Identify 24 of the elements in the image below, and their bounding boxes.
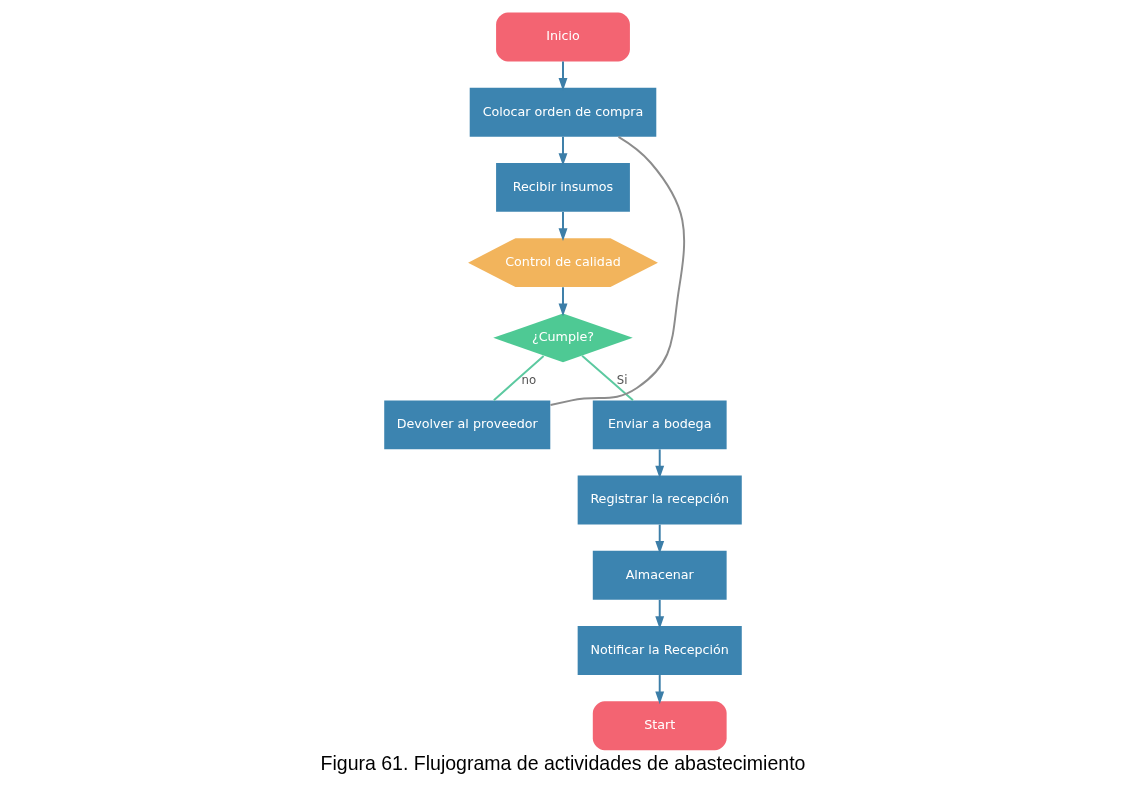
node-box: Inicio bbox=[495, 12, 630, 62]
node-box: Notificar la Recepción bbox=[577, 626, 742, 675]
edge-label: no bbox=[521, 373, 536, 388]
node-box: Devolver al proveedor bbox=[383, 400, 550, 450]
arrow bbox=[558, 60, 567, 91]
connector bbox=[580, 354, 634, 402]
edge-label: Si bbox=[616, 373, 627, 388]
node-box: Almacenar bbox=[592, 550, 727, 600]
caption: Figura 61. Flujograma de actividades de abastecimiento bbox=[320, 751, 805, 774]
node-box: Colocar orden de compra bbox=[469, 87, 656, 137]
node-box: Enviar a bodega bbox=[592, 400, 727, 450]
node-box: Registrar la recepción bbox=[577, 475, 742, 525]
node-diamond: ¿Cumple? bbox=[492, 313, 633, 363]
arrow bbox=[654, 674, 664, 705]
arrow bbox=[558, 286, 567, 317]
node-box: Recibir insumos bbox=[495, 163, 630, 212]
arrow bbox=[558, 211, 567, 242]
arrow bbox=[654, 598, 664, 629]
arrow bbox=[654, 523, 664, 554]
arrow bbox=[558, 135, 567, 166]
arrow bbox=[654, 448, 664, 479]
node-box: Start bbox=[592, 701, 727, 751]
connector bbox=[492, 355, 545, 402]
connector bbox=[549, 135, 685, 406]
